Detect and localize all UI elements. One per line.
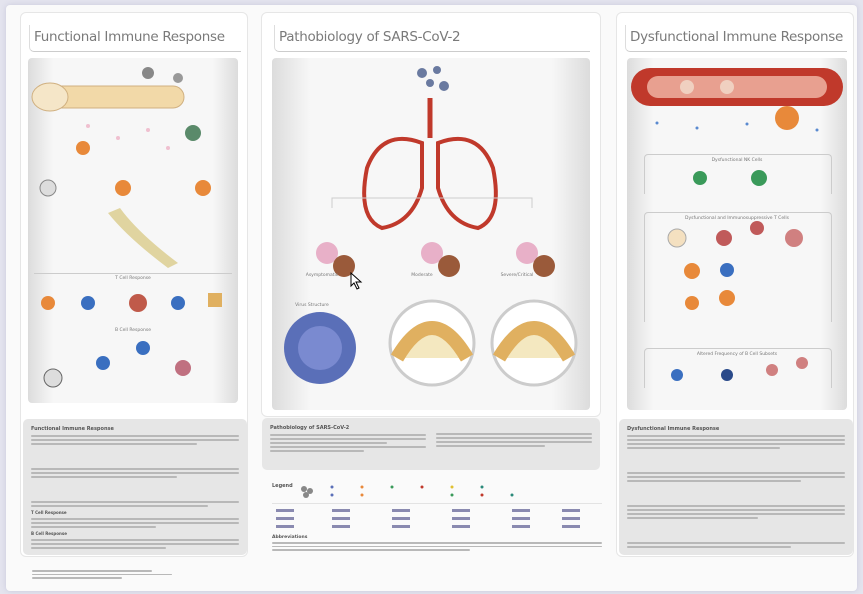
dysfunctional-illustration: Dysfunctional NK Cells Dysfunctional and… bbox=[627, 58, 847, 410]
panel-title: Pathobiology of SARS-CoV-2 bbox=[274, 25, 590, 52]
legend: Legend bbox=[272, 481, 602, 533]
section-title-b-cells: Altered Frequency of B Cell Subsets bbox=[696, 352, 778, 357]
functional-illustration: T Cell Response B Cell Response bbox=[28, 58, 238, 403]
section-title-t-cells: Dysfunctional and Immunosuppressive T Ce… bbox=[685, 216, 789, 221]
text-subheading: T Cell Response bbox=[31, 510, 67, 515]
pathobiology-panel: Pathobiology of SARS-CoV-2 Asymptomatic … bbox=[261, 12, 601, 417]
label-moderate: Moderate bbox=[411, 273, 433, 278]
label-severe-critical: Severe/Critical bbox=[500, 273, 534, 278]
section-title-t-cell: T Cell Response bbox=[115, 276, 151, 281]
dysfunctional-text-box: Dysfunctional Immune Response bbox=[619, 419, 853, 555]
pathobiology-illustration: Asymptomatic Moderate Severe/Critical Vi… bbox=[272, 58, 590, 410]
dysfunctional-immune-panel: Dysfunctional Immune Response Dysfunctio… bbox=[616, 12, 854, 557]
panel-title: Functional Immune Response bbox=[29, 25, 241, 52]
text-subheading: B Cell Response bbox=[31, 531, 67, 536]
label-virus-structure: Virus Structure bbox=[295, 303, 329, 308]
label-asymptomatic: Asymptomatic bbox=[305, 273, 339, 278]
legend-label: Legend bbox=[272, 483, 293, 489]
footer-fine-print bbox=[32, 568, 172, 581]
text-heading: Pathobiology of SARS-CoV-2 bbox=[270, 425, 350, 431]
functional-text-box: Functional Immune Response T Cell Respon… bbox=[23, 419, 247, 555]
section-title-nk-cells: Dysfunctional NK Cells bbox=[711, 158, 763, 163]
abbreviations: Abbreviations bbox=[272, 535, 602, 553]
functional-immune-panel: Functional Immune Response T Cell Respon… bbox=[20, 12, 248, 557]
abbreviations-label: Abbreviations bbox=[272, 535, 308, 540]
text-heading: Functional Immune Response bbox=[31, 426, 114, 432]
text-heading: Dysfunctional Immune Response bbox=[627, 426, 720, 432]
cursor-icon bbox=[350, 272, 363, 290]
panel-title: Dysfunctional Immune Response bbox=[625, 25, 847, 52]
pathobiology-text-box: Pathobiology of SARS-CoV-2 bbox=[262, 418, 600, 470]
section-title-b-cell: B Cell Response bbox=[115, 328, 151, 333]
poster-canvas: Functional Immune Response T Cell Respon… bbox=[6, 5, 857, 591]
